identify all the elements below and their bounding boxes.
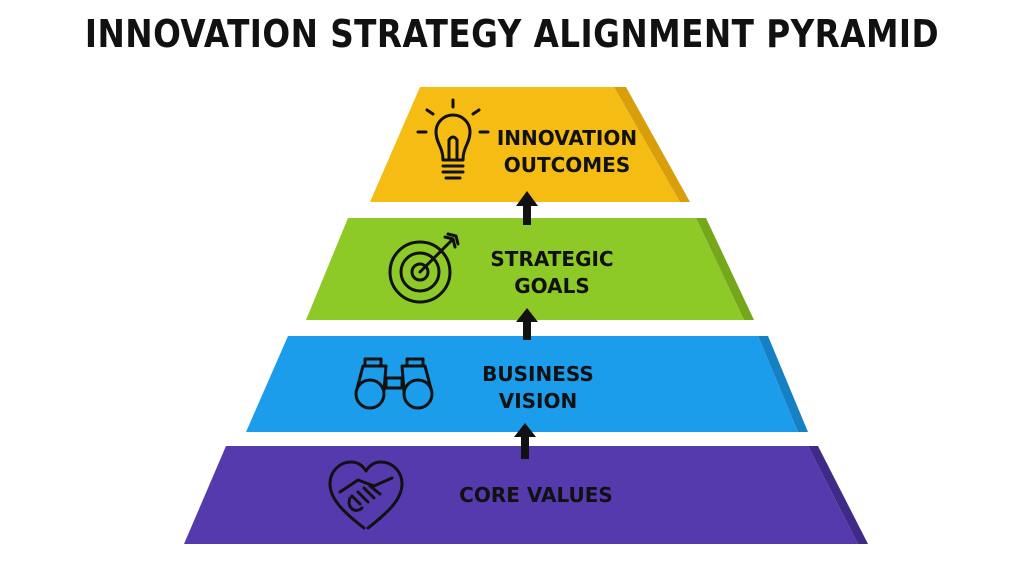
level-4-label: CORE VALUES [459, 483, 613, 507]
target-icon [388, 232, 460, 304]
pyramid-level-innovation-outcomes: INNOVATION OUTCOMES [370, 87, 690, 202]
level-2-label-line-1: STRATEGIC [490, 247, 613, 271]
level-1-label-line-2: OUTCOMES [504, 153, 631, 177]
lightbulb-icon [416, 98, 490, 180]
level-3-label-line-1: BUSINESS [482, 362, 594, 386]
level-1-label-line-1: INNOVATION [497, 126, 637, 150]
arrow-up-1 [516, 191, 538, 225]
level-1-side [614, 87, 690, 202]
level-2-label-line-2: GOALS [514, 274, 590, 298]
pyramid-level-core-values: CORE VALUES [184, 446, 868, 544]
pyramid-level-strategic-goals: STRATEGIC GOALS [306, 218, 754, 320]
heart-handshake-icon [328, 460, 404, 530]
arrow-up-2 [516, 308, 538, 340]
level-4-side [808, 446, 868, 544]
level-3-shape [246, 336, 798, 432]
level-2-side [696, 218, 754, 320]
binoculars-icon [354, 357, 434, 410]
level-3-side [758, 336, 808, 432]
level-3-label-line-2: VISION [499, 389, 578, 413]
pyramid-level-business-vision: BUSINESS VISION [246, 336, 808, 432]
diagram-title: INNOVATION STRATEGY ALIGNMENT PYRAMID [84, 12, 940, 56]
arrow-up-3 [514, 423, 536, 459]
